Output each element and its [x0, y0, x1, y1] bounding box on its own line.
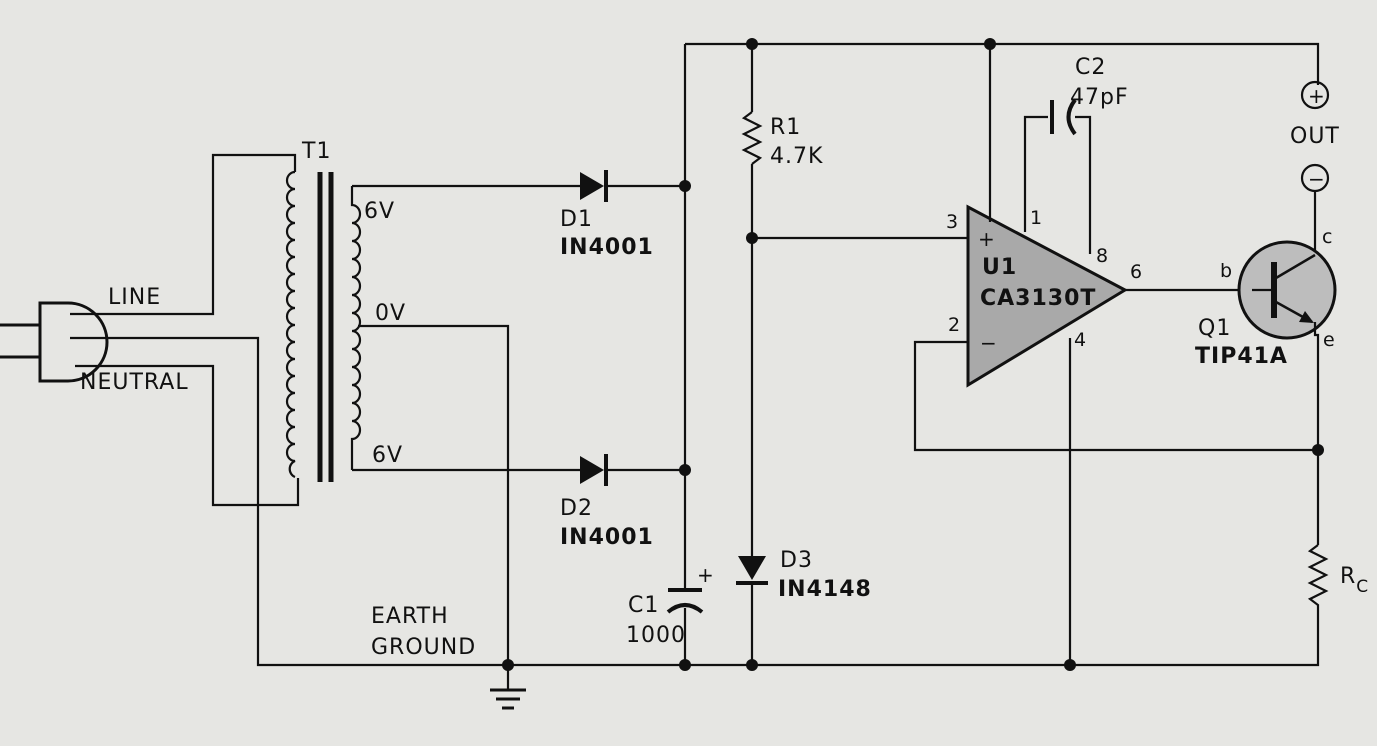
q1-emitter-label: e — [1323, 329, 1335, 351]
out-plus-sign: + — [1308, 84, 1325, 108]
u1-pin-6: 6 — [1130, 261, 1142, 283]
diode-d1 — [580, 170, 685, 202]
q1-base-label: b — [1220, 260, 1232, 282]
d3-ref: D3 — [780, 548, 813, 573]
diode-d3 — [736, 556, 768, 665]
out-minus-sign: − — [1308, 167, 1325, 191]
r1-value: 4.7K — [770, 144, 823, 169]
rc-ref: R — [1340, 564, 1356, 589]
junction-dot — [1312, 444, 1324, 456]
u1-pin-2: 2 — [948, 314, 960, 336]
u1-plus-sign: + — [978, 227, 995, 251]
power-plug — [0, 301, 109, 383]
c1-plus: + — [697, 563, 714, 587]
junction-dot — [746, 232, 758, 244]
u1-ref: U1 — [982, 255, 1017, 280]
junction-dot — [1064, 659, 1076, 671]
d3-part: IN4148 — [778, 577, 872, 602]
q1-collector-label: c — [1322, 226, 1332, 248]
d1-part: IN4001 — [560, 235, 654, 260]
earth-label: EARTH — [371, 604, 449, 629]
junction-dot — [679, 659, 691, 671]
resistor-r1 — [741, 44, 763, 556]
u1-pin-1: 1 — [1030, 207, 1042, 229]
d2-ref: D2 — [560, 496, 593, 521]
junction-dot — [679, 464, 691, 476]
t1-0v-label: 0V — [375, 301, 406, 326]
u1-pin-8: 8 — [1096, 245, 1108, 267]
mains-wiring — [70, 153, 1320, 667]
earth-ground-symbol — [490, 688, 526, 710]
capacitor-c1 — [666, 588, 704, 614]
opamp-u1 — [913, 44, 1318, 665]
center-tap-wire — [358, 324, 510, 690]
transistor-q1 — [1237, 240, 1337, 545]
c1-ref: C1 — [628, 593, 659, 618]
t1-label: T1 — [301, 139, 331, 164]
q1-part: TIP41A — [1195, 344, 1288, 369]
junction-dot — [984, 38, 996, 50]
junction-dots — [502, 38, 1324, 671]
u1-minus-sign: − — [980, 331, 997, 355]
u1-part: CA3130T — [980, 286, 1096, 311]
neutral-label: NEUTRAL — [80, 370, 189, 395]
junction-dot — [746, 659, 758, 671]
junction-dot — [679, 180, 691, 192]
c1-value: 1000 — [626, 623, 686, 648]
out-plus-terminal — [1300, 80, 1330, 110]
top-rail — [685, 42, 1320, 85]
out-label: OUT — [1290, 124, 1340, 149]
c2-ref: C2 — [1075, 55, 1106, 80]
u1-pin-4: 4 — [1074, 329, 1086, 351]
u1-pin-3: 3 — [946, 211, 958, 233]
d2-part: IN4001 — [560, 525, 654, 550]
junction-dot — [746, 38, 758, 50]
c2-value: 47pF — [1070, 85, 1129, 110]
d1-ref: D1 — [560, 207, 593, 232]
line-label: LINE — [108, 285, 161, 310]
ground-label: GROUND — [371, 635, 476, 660]
rc-subscript: C — [1356, 577, 1369, 597]
diode-d2 — [580, 454, 685, 486]
rc-label: RC — [1340, 564, 1369, 597]
t1-6v-top-label: 6V — [364, 199, 395, 224]
transformer-t1 — [285, 170, 362, 482]
t1-6v-bottom-label: 6V — [372, 443, 403, 468]
r1-ref: R1 — [770, 115, 801, 140]
q1-ref: Q1 — [1198, 316, 1231, 341]
junction-dot — [502, 659, 514, 671]
resistor-rc — [1307, 544, 1329, 610]
capacitor-c2 — [1050, 98, 1077, 136]
